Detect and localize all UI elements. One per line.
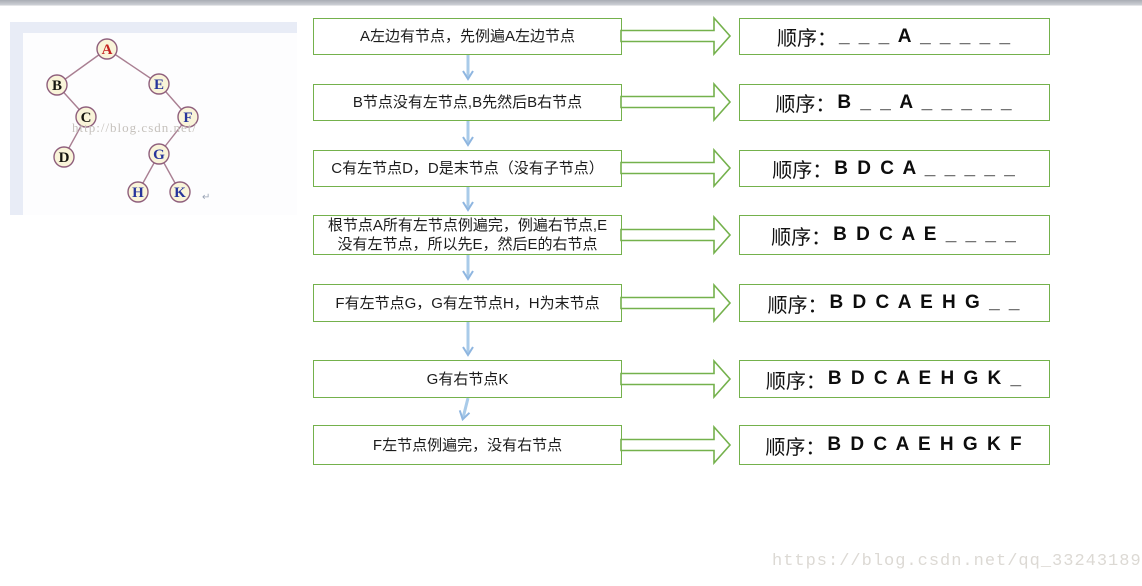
order-label: 顺序： [775, 94, 836, 116]
step-box-3: C有左节点D，D是末节点（没有子节点） [313, 150, 622, 187]
right-block-arrow-icon [620, 16, 732, 56]
order-box-5: 顺序：B D C A E H G _ _ [739, 284, 1050, 322]
step-text: G有右节点K [426, 370, 509, 388]
order-sequence: B D C A E H G _ _ [829, 292, 1022, 313]
order-box-2: 顺序：B _ _ A _ _ _ _ _ [739, 84, 1050, 121]
down-arrow-icon [462, 121, 474, 147]
step-text: F有左节点G，G有左节点H，H为末节点 [335, 294, 600, 312]
step-text: F左节点例遍完，没有右节点 [372, 436, 563, 454]
image-background-strip [10, 22, 297, 33]
binary-tree-svg: A B E C F D G H K [46, 38, 199, 203]
order-box-7: 顺序：B D C A E H G K F [739, 425, 1050, 465]
order-label: 顺序： [767, 294, 828, 317]
tree-node-G [148, 143, 170, 165]
down-arrow-icon [462, 55, 474, 81]
step-box-1: A左边有节点，先例遍A左边节点 [313, 18, 622, 55]
down-arrow-icon [458, 397, 471, 422]
order-box-1: 顺序：_ _ _ A _ _ _ _ _ [739, 18, 1050, 55]
image-background-strip [10, 22, 23, 215]
step-text: 根节点A所有左节点例遍完，例遍右节点,E [327, 217, 608, 234]
tree-node-label: H [132, 185, 144, 201]
order-label: 顺序： [776, 28, 837, 50]
down-arrow-icon [462, 255, 474, 281]
binary-tree-image: A B E C F D G H K http://blog.csdn.net/ … [10, 22, 297, 215]
tree-node-label: F [183, 110, 192, 126]
tree-node-label: B [52, 78, 62, 94]
step-box-6: G有右节点K [313, 360, 622, 398]
tree-node-A [96, 38, 118, 60]
step-text: A左边有节点，先例遍A左边节点 [359, 28, 575, 45]
step-box-2: B节点没有左节点,B先然后B右节点 [313, 84, 622, 121]
order-box-6: 顺序：B D C A E H G K _ [739, 360, 1050, 398]
tree-node-F [177, 106, 199, 128]
step-text: B节点没有左节点,B先然后B右节点 [352, 94, 583, 111]
page-watermark: https://blog.csdn.net/qq_33243189 [772, 552, 1142, 571]
order-label: 顺序： [771, 226, 832, 249]
tree-node-label: D [59, 150, 70, 166]
order-label: 顺序： [765, 370, 826, 393]
order-sequence: B D C A E H G K _ [827, 368, 1024, 389]
down-arrow-icon [462, 322, 474, 357]
right-block-arrow-icon [620, 425, 732, 465]
return-mark-icon: ↵ [202, 192, 211, 203]
step-text: 没有左节点，所以先E，然后E的右节点 [337, 236, 598, 253]
order-label: 顺序： [765, 436, 826, 459]
order-sequence: B D C A E _ _ _ _ [833, 224, 1018, 245]
right-block-arrow-icon [620, 359, 732, 399]
order-box-3: 顺序：B D C A _ _ _ _ _ [739, 150, 1050, 187]
order-label: 顺序： [772, 160, 833, 182]
down-arrow-icon [462, 187, 474, 212]
order-sequence: _ _ _ A _ _ _ _ _ [838, 25, 1013, 47]
tree-node-D [53, 146, 75, 168]
order-sequence: B _ _ A _ _ _ _ _ [837, 91, 1014, 113]
right-block-arrow-icon [620, 82, 732, 122]
step-text: C有左节点D，D是末节点（没有子节点） [331, 160, 604, 177]
step-box-5: F有左节点G，G有左节点H，H为末节点 [313, 284, 622, 322]
step-box-7: F左节点例遍完，没有右节点 [313, 425, 622, 465]
step-box-4: 根节点A所有左节点例遍完，例遍右节点,E 没有左节点，所以先E，然后E的右节点 [313, 215, 622, 255]
right-block-arrow-icon [620, 283, 732, 323]
tree-node-label: A [102, 42, 113, 58]
right-block-arrow-icon [620, 148, 732, 188]
tree-node-C [75, 106, 97, 128]
tree-node-label: G [153, 147, 165, 163]
tree-node-E [148, 73, 170, 95]
order-sequence: B D C A _ _ _ _ _ [834, 157, 1017, 179]
tree-node-label: C [81, 110, 92, 126]
tree-node-label: E [154, 77, 164, 93]
order-sequence: B D C A E H G K F [827, 434, 1024, 455]
right-block-arrow-icon [620, 215, 732, 255]
tree-node-B [46, 74, 68, 96]
order-box-4: 顺序：B D C A E _ _ _ _ [739, 215, 1050, 255]
tree-node-label: K [174, 185, 186, 201]
window-top-bar [0, 0, 1142, 6]
tree-node-K [169, 181, 191, 203]
tree-node-H [127, 181, 149, 203]
tree-watermark: http://blog.csdn.net/ [72, 120, 197, 135]
